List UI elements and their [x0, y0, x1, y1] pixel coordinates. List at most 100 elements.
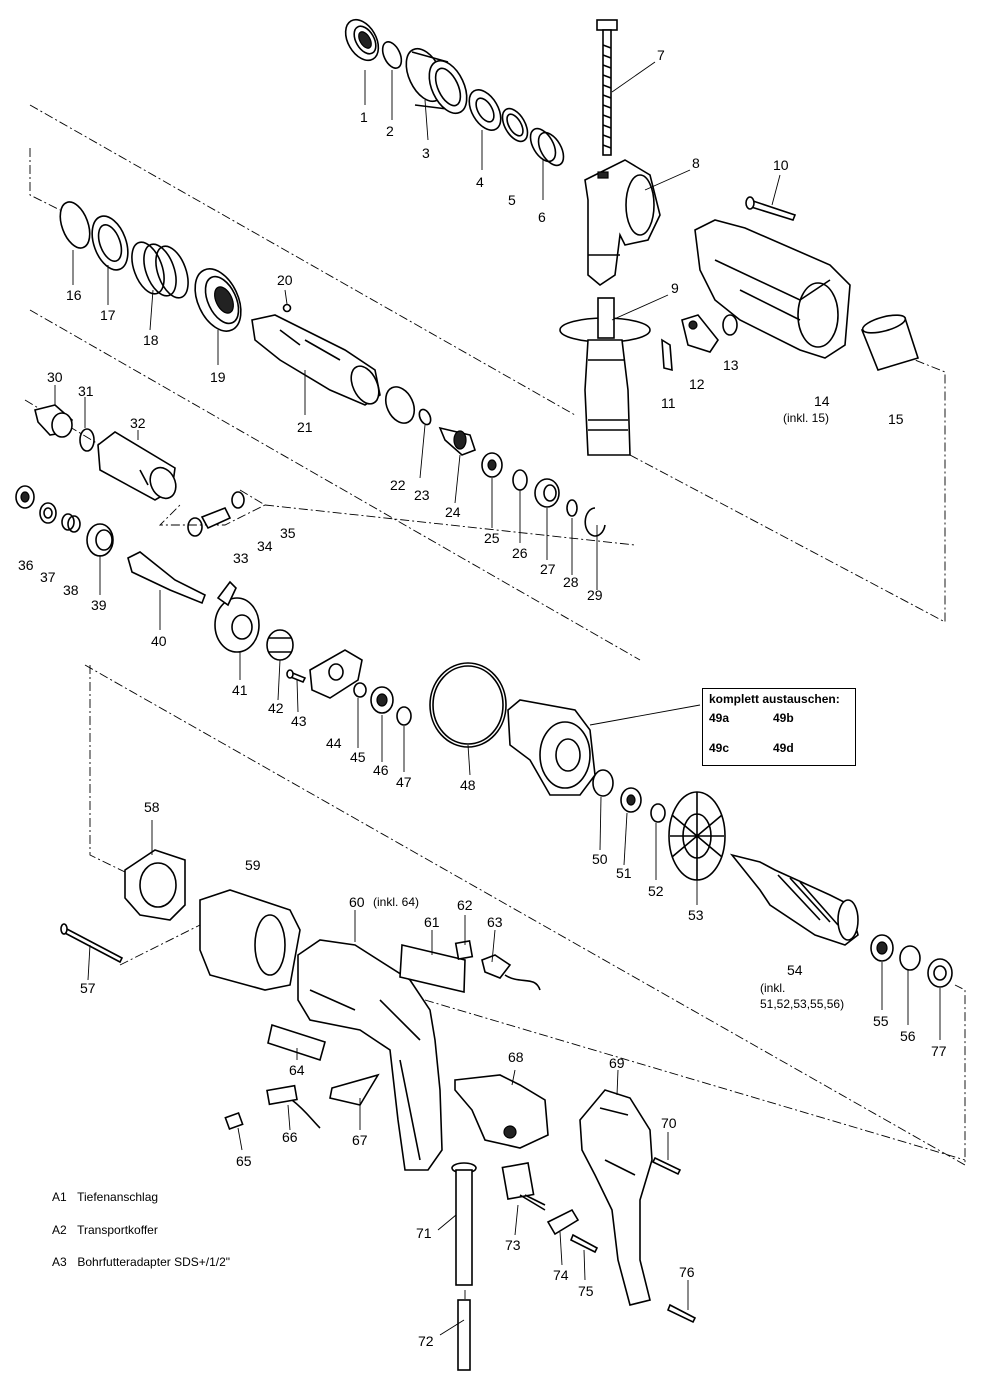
part-34-pin	[200, 506, 232, 530]
part-11-clip	[661, 338, 673, 372]
part-8-handle-clamp	[584, 159, 661, 286]
part-32-cylinder	[97, 431, 177, 501]
part-36-bearing	[15, 485, 35, 509]
part-65-brush	[224, 1111, 244, 1131]
part-55-bearing	[870, 934, 894, 962]
label-54: 54	[787, 962, 803, 978]
part-60-motor-housing	[297, 939, 443, 1171]
legend-text: Bohrfutteradapter SDS+/1/2"	[77, 1255, 231, 1269]
part-61-label	[399, 944, 466, 994]
part-9-side-handle	[559, 297, 651, 456]
label-19: 19	[210, 369, 226, 385]
label-67: 67	[352, 1132, 368, 1148]
part-number-labels: 1 2 3 4 5 6 7 8 9 10 11 12 13 14 (inkl. …	[18, 47, 947, 1349]
legend-text: Transportkoffer	[77, 1223, 158, 1237]
part-73-capacitor	[501, 1162, 546, 1211]
label-43: 43	[291, 713, 307, 729]
label-10: 10	[773, 157, 789, 173]
part-30-striker	[34, 404, 73, 438]
part-20-ball	[282, 303, 292, 313]
label-14: 14	[814, 393, 830, 409]
part-35-ring	[231, 491, 245, 509]
part-41-swash-bearing	[214, 580, 260, 653]
label-77: 77	[931, 1043, 947, 1059]
part-4-washer	[468, 89, 502, 131]
part-48-gasket	[429, 662, 507, 748]
label-32: 32	[130, 415, 146, 431]
label-24: 24	[445, 504, 461, 520]
label-inkl-15: (inkl. 15)	[783, 411, 829, 425]
leader-lines	[54, 61, 941, 1336]
part-56-ring	[899, 945, 921, 971]
part-31-oring	[79, 428, 95, 452]
label-6: 6	[538, 209, 546, 225]
part-33-ring	[187, 517, 203, 537]
label-11: 11	[661, 395, 676, 411]
label-45: 45	[350, 749, 366, 765]
part-19-bearing	[194, 268, 242, 332]
replace-code-49d: 49d	[773, 741, 794, 755]
label-71: 71	[416, 1225, 432, 1241]
part-5-ring	[501, 107, 529, 143]
label-73: 73	[505, 1237, 521, 1253]
label-46: 46	[373, 762, 389, 778]
part-18-spring	[131, 241, 189, 299]
part-22-oring	[384, 386, 416, 424]
part-67-label	[329, 1073, 380, 1106]
legend-item-a1: A1 Tiefenanschlag	[52, 1190, 158, 1204]
label-12: 12	[689, 376, 705, 392]
part-52-washer	[650, 803, 666, 823]
part-69-handle-cover	[579, 1089, 653, 1306]
label-7: 7	[657, 47, 665, 63]
label-44: 44	[326, 735, 342, 751]
label-33: 33	[233, 550, 249, 566]
part-58-baffle	[124, 849, 186, 921]
label-31: 31	[78, 383, 94, 399]
label-21: 21	[297, 419, 313, 435]
part-77-ring	[927, 958, 953, 988]
part-21-barrel	[251, 314, 381, 406]
label-9: 9	[671, 280, 679, 296]
part-74-clamp	[546, 1208, 580, 1236]
part-3-sleeve	[405, 47, 468, 115]
part-14-housing	[694, 219, 851, 359]
part-71-sleeve	[451, 1162, 477, 1286]
part-64-label	[267, 1023, 326, 1062]
label-57: 57	[80, 980, 96, 996]
label-inkl-64: (inkl. 64)	[373, 895, 419, 909]
part-44-plate	[309, 649, 363, 699]
part-62-clip	[454, 939, 474, 961]
legend-code: A3	[52, 1255, 67, 1269]
label-5: 5	[508, 192, 516, 208]
part-59-field	[199, 889, 301, 991]
part-17-washer	[91, 215, 129, 271]
part-53-fan	[668, 791, 726, 881]
part-68-switch	[454, 1074, 549, 1149]
label-59: 59	[245, 857, 261, 873]
part-40-shaft	[127, 551, 207, 605]
label-76: 76	[679, 1264, 695, 1280]
label-18: 18	[143, 332, 159, 348]
label-60: 60	[349, 894, 365, 910]
part-63-brush-holder	[481, 954, 541, 991]
assembly-axis-lines	[24, 104, 966, 1300]
part-26-ring	[512, 469, 528, 491]
part-27-piston	[534, 478, 560, 508]
part-16-ring	[59, 201, 91, 249]
label-36: 36	[18, 557, 34, 573]
label-13: 13	[723, 357, 739, 373]
label-40: 40	[151, 633, 167, 649]
label-62: 62	[457, 897, 473, 913]
part-7-bolt	[596, 19, 618, 156]
part-39-gear	[86, 523, 114, 557]
label-22: 22	[390, 477, 406, 493]
label-41: 41	[232, 682, 248, 698]
label-61: 61	[424, 914, 440, 930]
label-37: 37	[40, 569, 56, 585]
part-37-washer	[39, 502, 57, 524]
part-28-ring	[566, 499, 578, 517]
label-23: 23	[414, 487, 430, 503]
label-48: 48	[460, 777, 476, 793]
part-46-bearing	[370, 686, 394, 714]
